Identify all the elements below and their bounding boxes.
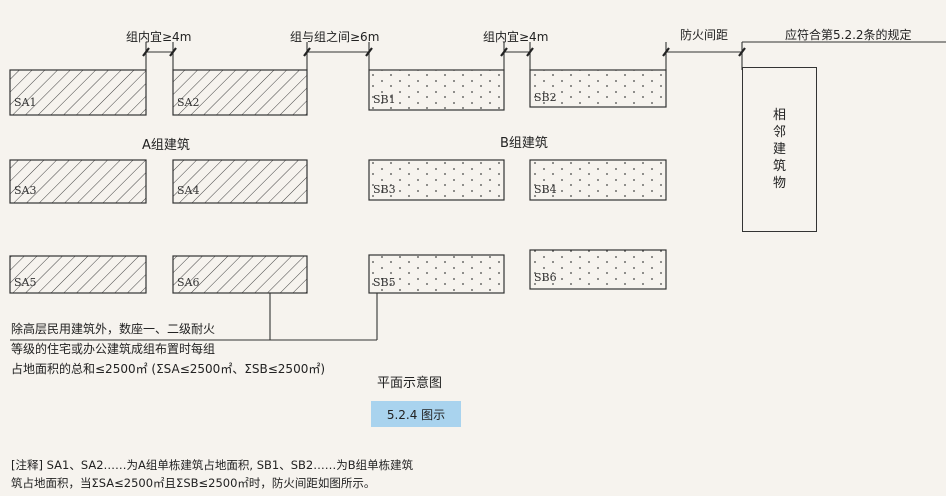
dim-label-group-gap: 组与组之间≥6m (290, 30, 380, 44)
adjacent-building-label: 相邻建筑物 (772, 108, 786, 191)
label-sa5: SA5 (14, 276, 37, 289)
footnote-line-2: 筑占地面积，当ΣSA≤2500㎡且ΣSB≤2500㎡时，防火间距如图所示。 (11, 476, 376, 490)
footnote: [注释] SA1、SA2……为A组单栋建筑占地面积, SB1、SB2……为B组单… (11, 456, 413, 492)
label-sb4: SB4 (534, 183, 557, 196)
label-sa3: SA3 (14, 184, 37, 197)
label-sb3: SB3 (373, 183, 396, 196)
label-sa4: SA4 (177, 184, 200, 197)
dimension-lines (145, 41, 946, 70)
building-sb4 (529, 159, 667, 201)
building-sa4 (172, 159, 308, 204)
grouping-note: 除高层民用建筑外，数座一、二级耐火 等级的住宅或办公建筑成组布置时每组 占地面积… (11, 319, 325, 379)
label-sb5: SB5 (373, 276, 396, 289)
label-sb6: SB6 (534, 271, 557, 284)
note-line-2: 等级的住宅或办公建筑成组布置时每组 (11, 342, 216, 356)
building-sa5 (9, 255, 147, 294)
dim-label-fire-gap: 防火间距 (680, 28, 729, 42)
building-sb6 (529, 249, 667, 290)
label-sa1: SA1 (14, 96, 37, 109)
building-sb1 (368, 69, 505, 111)
building-sa2 (172, 69, 308, 116)
building-sb3 (368, 159, 505, 201)
building-sa1 (9, 69, 147, 116)
footnote-line-1: [注释] SA1、SA2……为A组单栋建筑占地面积, SB1、SB2……为B组单… (11, 458, 414, 472)
building-sa3 (9, 159, 147, 204)
group-title-a: A组建筑 (142, 138, 190, 153)
building-sb2 (529, 69, 667, 108)
dim-label-code-ref: 应符合第5.2.2条的规定 (785, 28, 912, 42)
building-sa6 (172, 255, 308, 294)
diagram-caption: 平面示意图 (377, 376, 443, 391)
note-line-3: 占地面积的总和≤2500㎡ (ΣSA≤2500㎡、ΣSB≤2500㎡) (11, 362, 326, 376)
note-line-1: 除高层民用建筑外，数座一、二级耐火 (11, 322, 216, 336)
label-sb2: SB2 (534, 91, 557, 104)
group-title-b: B组建筑 (500, 136, 548, 151)
dim-label-a-gap: 组内宜≥4m (126, 30, 192, 44)
dim-label-b-gap: 组内宜≥4m (483, 30, 549, 44)
figure-number-badge: 5.2.4 图示 (371, 401, 461, 427)
label-sa6: SA6 (177, 276, 200, 289)
label-sa2: SA2 (177, 96, 200, 109)
adjacent-building: 相邻建筑物 (742, 67, 817, 232)
note-leaders (10, 293, 378, 341)
label-sb1: SB1 (373, 93, 396, 106)
dimension-slashes (142, 47, 746, 57)
building-sb5 (368, 254, 505, 294)
